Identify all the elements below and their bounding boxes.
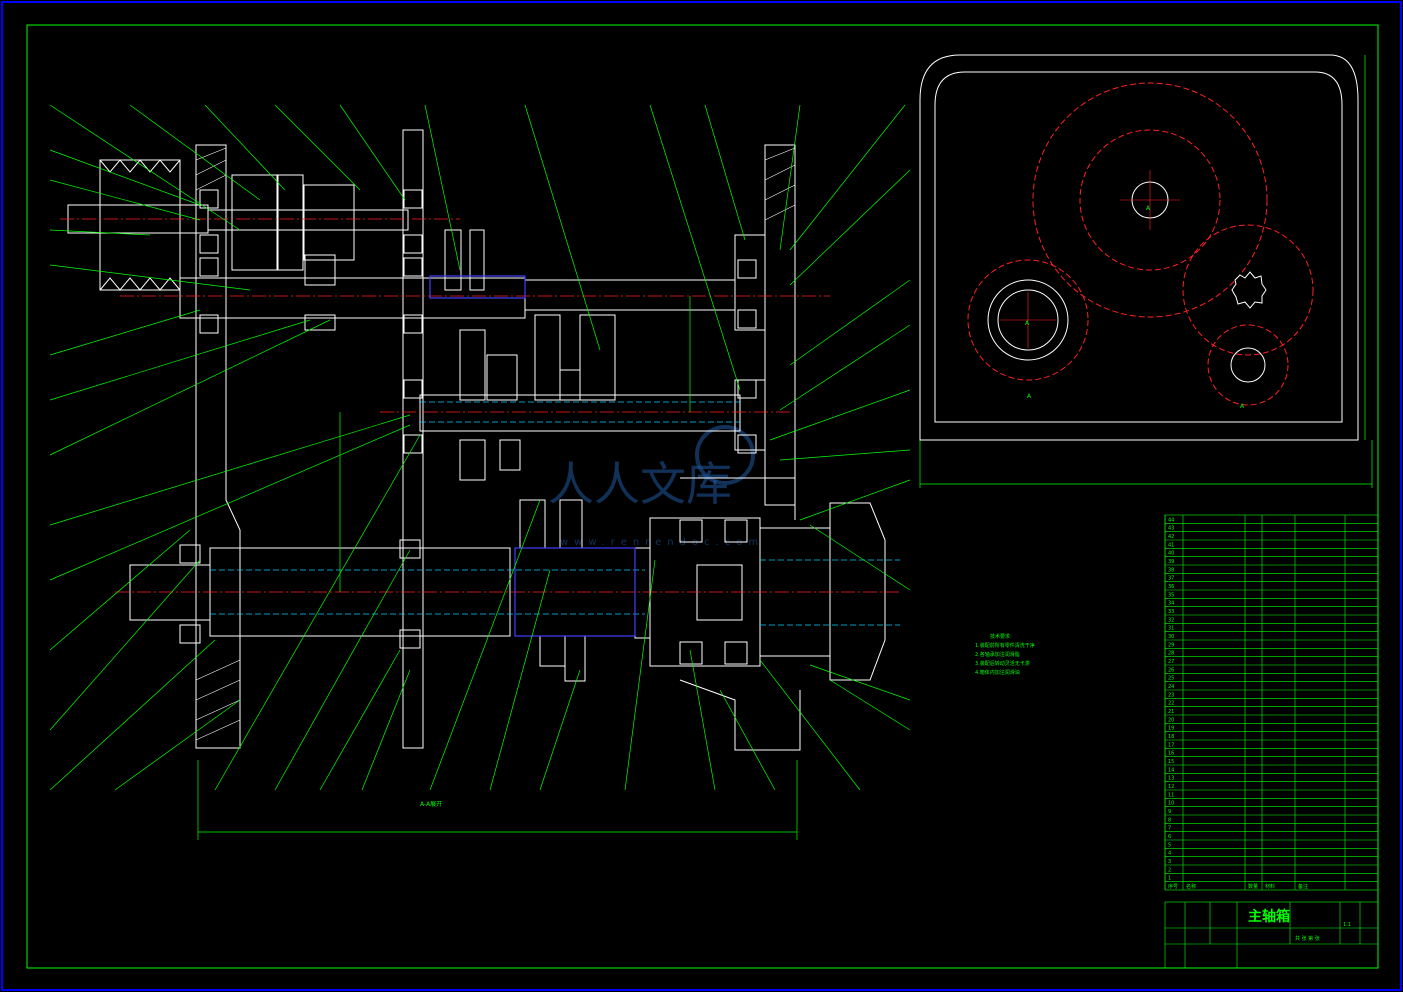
bom-row-number: 22 bbox=[1168, 701, 1174, 707]
bom-header-cell: 材料 bbox=[1265, 883, 1275, 890]
svg-text:A: A bbox=[1240, 403, 1245, 410]
bom-row-number: 9 bbox=[1168, 809, 1171, 815]
bom-row-number: 4 bbox=[1168, 851, 1171, 857]
bom-row-number: 37 bbox=[1168, 576, 1174, 582]
bom-row-number: 29 bbox=[1168, 642, 1174, 648]
svg-text:4.箱体内加注润滑油: 4.箱体内加注润滑油 bbox=[975, 669, 1020, 676]
drawing-title: 主轴箱 bbox=[1248, 908, 1290, 925]
bom-row-number: 3 bbox=[1168, 859, 1171, 865]
bom-row-number: 40 bbox=[1168, 551, 1174, 557]
bom-row-number: 20 bbox=[1168, 717, 1174, 723]
svg-text:3.装配后转动灵活无卡滞: 3.装配后转动灵活无卡滞 bbox=[975, 660, 1030, 667]
bom-header-cell: 名称 bbox=[1186, 883, 1196, 890]
bom-row-number: 35 bbox=[1168, 592, 1174, 598]
bom-row-number: 10 bbox=[1168, 801, 1174, 807]
bom-header-cell: 序号 bbox=[1168, 883, 1178, 890]
bill-of-materials: 4443424140393837363534333231302928272625… bbox=[1164, 514, 1379, 891]
section-label: A-A展开 bbox=[420, 801, 442, 808]
view-labels: A A A A bbox=[1025, 205, 1245, 410]
svg-text:A: A bbox=[1027, 393, 1032, 400]
bom-row-number: 2 bbox=[1168, 867, 1171, 873]
bom-row-number: 16 bbox=[1168, 751, 1174, 757]
bom-row-number: 1 bbox=[1168, 876, 1171, 882]
svg-text:A: A bbox=[1146, 205, 1151, 212]
bom-row-number: 26 bbox=[1168, 667, 1174, 673]
bom-row-number: 21 bbox=[1168, 709, 1174, 715]
section-view bbox=[67, 129, 886, 751]
bom-row-number: 28 bbox=[1168, 651, 1174, 657]
bom-row-number: 6 bbox=[1168, 834, 1171, 840]
sheet-info: 共 张 第 张 bbox=[1295, 935, 1320, 942]
bom-row-number: 42 bbox=[1168, 534, 1174, 540]
bom-row-number: 13 bbox=[1168, 776, 1174, 782]
center-lines bbox=[60, 218, 900, 593]
side-view bbox=[919, 54, 1359, 441]
bom-row-number: 31 bbox=[1168, 626, 1174, 632]
dimensions bbox=[197, 55, 1373, 840]
bom-row-number: 44 bbox=[1168, 517, 1174, 523]
watermark-text: 人人文库 bbox=[548, 457, 732, 511]
watermark-url: www.renrendoc.com bbox=[560, 537, 764, 548]
title-block bbox=[1164, 901, 1379, 969]
drawing-frame bbox=[26, 24, 1379, 969]
bom-row-number: 15 bbox=[1168, 759, 1174, 765]
bom-row-number: 12 bbox=[1168, 784, 1174, 790]
bom-row-number: 23 bbox=[1168, 692, 1174, 698]
bom-row-number: 34 bbox=[1168, 601, 1174, 607]
bom-row-number: 17 bbox=[1168, 742, 1174, 748]
bom-row-number: 32 bbox=[1168, 617, 1174, 623]
bom-row-number: 38 bbox=[1168, 567, 1174, 573]
bom-row-number: 27 bbox=[1168, 659, 1174, 665]
bom-row-number: 8 bbox=[1168, 817, 1171, 823]
bom-row-number: 5 bbox=[1168, 842, 1171, 848]
svg-text:1.装配前所有零件清洗干净: 1.装配前所有零件清洗干净 bbox=[975, 642, 1035, 649]
bom-row-number: 7 bbox=[1168, 826, 1171, 832]
svg-text:2.各轴承加注润滑脂: 2.各轴承加注润滑脂 bbox=[975, 651, 1020, 658]
scale-value: 1:1 bbox=[1343, 922, 1351, 928]
bom-row-number: 18 bbox=[1168, 734, 1174, 740]
bom-row-number: 41 bbox=[1168, 542, 1174, 548]
watermark: 人人文库 www.renrendoc.com bbox=[548, 425, 764, 548]
bom-row-number: 19 bbox=[1168, 726, 1174, 732]
bom-row-number: 30 bbox=[1168, 634, 1174, 640]
tech-notes: 技术要求 1.装配前所有零件清洗干净 2.各轴承加注润滑脂 3.装配后转动灵活无… bbox=[975, 633, 1035, 676]
svg-text:A: A bbox=[1025, 320, 1030, 327]
bom-row-number: 33 bbox=[1168, 609, 1174, 615]
bom-row-number: 39 bbox=[1168, 559, 1174, 565]
bom-row-number: 25 bbox=[1168, 676, 1174, 682]
bom-row-number: 11 bbox=[1168, 792, 1174, 798]
bom-header-cell: 备注 bbox=[1298, 883, 1308, 890]
hidden-lines bbox=[210, 401, 900, 626]
svg-text:技术要求: 技术要求 bbox=[990, 633, 1010, 640]
bom-row-number: 14 bbox=[1168, 767, 1174, 773]
bom-row-number: 24 bbox=[1168, 684, 1174, 690]
bom-row-number: 43 bbox=[1168, 526, 1174, 532]
bom-header-cell: 数量 bbox=[1248, 883, 1258, 890]
leader-lines bbox=[49, 104, 911, 791]
bom-row-number: 36 bbox=[1168, 584, 1174, 590]
